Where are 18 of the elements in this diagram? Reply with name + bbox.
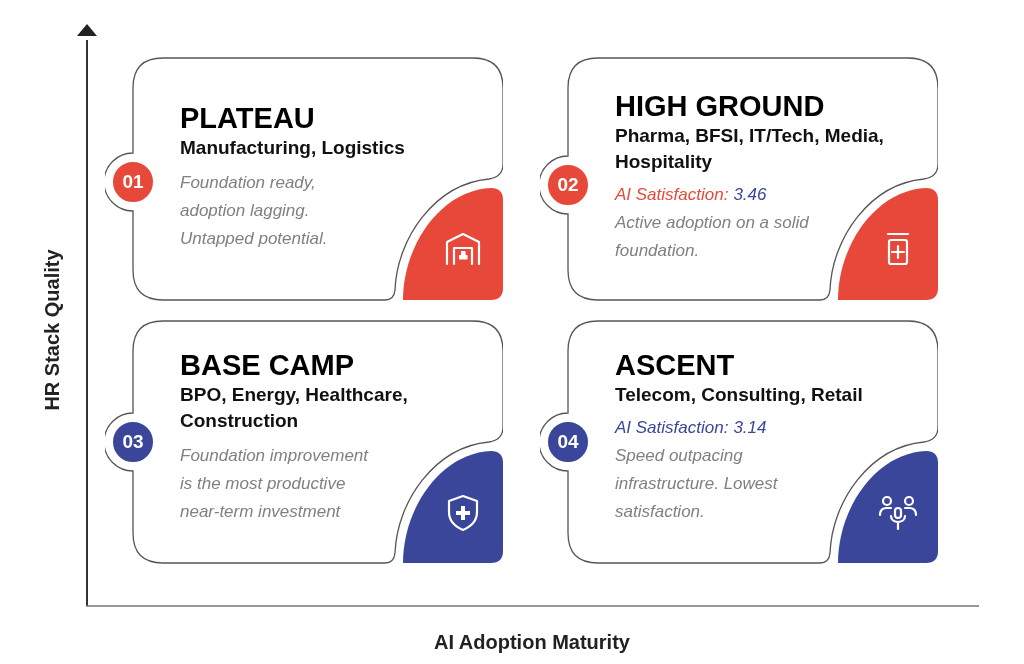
- sector-list: BPO, Energy, Healthcare, Construction: [180, 382, 465, 434]
- sector-list: Pharma, BFSI, IT/Tech, Media, Hospitality: [615, 123, 900, 175]
- description-text: Active adoption on a solid foundation.: [615, 212, 810, 262]
- satisfaction-label: AI Satisfaction:: [615, 184, 729, 206]
- satisfaction-score: 3.14: [733, 417, 767, 439]
- satisfaction-label: AI Satisfaction:: [615, 417, 729, 439]
- description-text: Foundation improvement is the most productive near-term investment: [180, 445, 370, 523]
- card-heading: BASE CAMP: [180, 348, 354, 382]
- axis-title: HR Stack Quality: [40, 249, 64, 411]
- card-heading: PLATEAU: [180, 101, 315, 135]
- satisfaction-score: 3.46: [733, 184, 767, 206]
- description-text: Foundation ready, adoption lagging. Untapped potential.: [180, 172, 329, 250]
- axis-title: AI Adoption Maturity: [434, 630, 630, 655]
- card-heading: ASCENT: [615, 348, 735, 382]
- sector-list: Telecom, Consulting, Retail: [615, 382, 900, 408]
- card-heading: HIGH GROUND: [615, 89, 825, 123]
- sector-list: Manufacturing, Logistics: [180, 135, 465, 161]
- description-text: Speed outpacing infrastructure. Lowest satisfaction.: [615, 445, 779, 523]
